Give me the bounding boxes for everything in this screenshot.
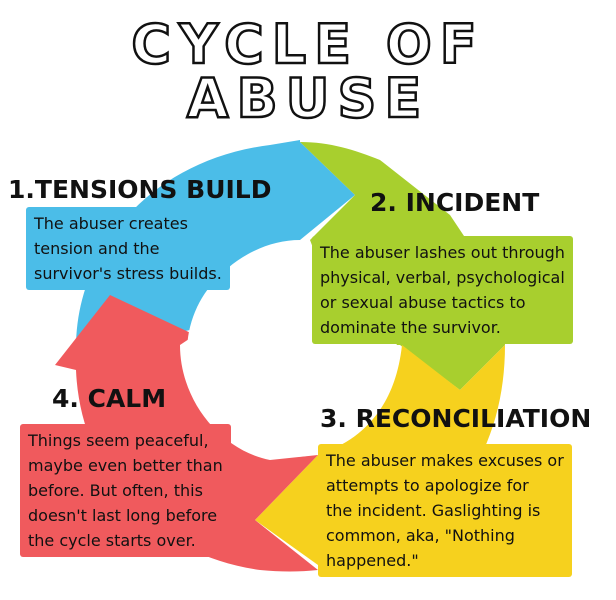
stage-3-line: common, aka, "Nothing xyxy=(326,526,515,545)
stage-2-description: The abuser lashes out through physical, … xyxy=(312,236,573,344)
stage-2-line: or sexual abuse tactics to xyxy=(320,293,526,312)
stage-4-heading: 4. CALM xyxy=(52,384,167,413)
stage-1-line: survivor's stress builds. xyxy=(34,264,222,283)
stage-1-line: tension and the xyxy=(34,239,160,258)
stage-4-line: the cycle starts over. xyxy=(28,531,196,550)
title-line-2: ABUSE xyxy=(185,67,430,130)
stage-4-description: Things seem peaceful, maybe even better … xyxy=(20,424,231,557)
stage-2-line: dominate the survivor. xyxy=(320,318,501,337)
stage-3-line: the incident. Gaslighting is xyxy=(326,501,541,520)
stage-1-description: The abuser creates tension and the survi… xyxy=(26,207,230,290)
stage-2-line: physical, verbal, psychological xyxy=(320,268,565,287)
stage-3-line: The abuser makes excuses or xyxy=(326,451,564,470)
stage-1-heading: 1.TENSIONS BUILD xyxy=(8,175,272,204)
stage-4-line: doesn't last long before xyxy=(28,506,218,525)
stage-1-line: The abuser creates xyxy=(34,214,188,233)
stage-2-heading: 2. INCIDENT xyxy=(370,188,540,217)
stage-4-line: maybe even better than xyxy=(28,456,223,475)
stage-3-heading: 3. RECONCILIATION xyxy=(320,404,592,433)
stage-3-line: attempts to apologize for xyxy=(326,476,529,495)
stage-3-description: The abuser makes excuses or attempts to … xyxy=(318,444,572,577)
title-line-1: CYCLE OF xyxy=(130,13,485,76)
stage-4-line: Things seem peaceful, xyxy=(28,431,209,450)
stage-4-line: before. But often, this xyxy=(28,481,203,500)
stage-2-line: The abuser lashes out through xyxy=(320,243,565,262)
stage-3-line: happened." xyxy=(326,551,419,570)
